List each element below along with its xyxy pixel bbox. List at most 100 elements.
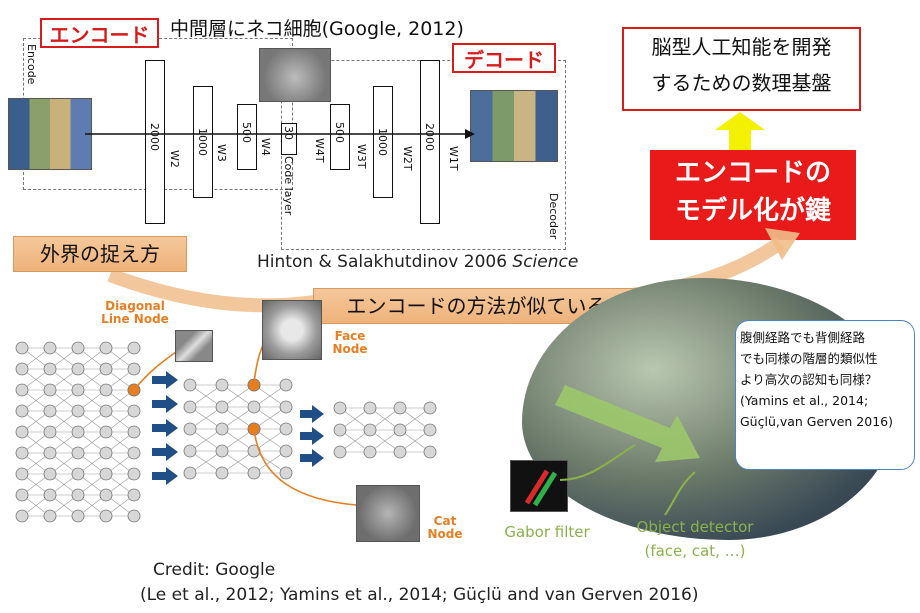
gabor-filter-image: [510, 460, 568, 512]
face-image: [262, 300, 322, 360]
up-arrow-yellow: [715, 112, 765, 150]
layer-arrow: [300, 449, 324, 467]
network-edge: [189, 406, 223, 430]
network-edge: [221, 406, 255, 430]
enc-layer-2000: [145, 60, 165, 224]
network-node: [43, 467, 57, 481]
cat-image: [356, 485, 420, 542]
note-line: Güçlü,van Gerven 2016): [740, 414, 893, 429]
network-node: [363, 401, 377, 415]
network-node: [15, 404, 29, 418]
code-layer-30: [281, 123, 297, 155]
enc-layer-500-label: 500: [240, 122, 253, 143]
dec-layer-500-label: 500: [333, 122, 346, 143]
layer-arrow: [152, 467, 178, 485]
brain-ai-goal-line-1: 脳型人工知能を開発: [651, 35, 832, 59]
network-node: [71, 383, 85, 397]
network-node: [71, 362, 85, 376]
network-node: [43, 488, 57, 502]
network-node: [99, 446, 113, 460]
encode-side-label: Encode: [25, 44, 38, 85]
decoder-side-label: Decoder: [547, 193, 560, 240]
note-line: より高次の認知も同様？: [740, 372, 878, 387]
object-detector-label: Object detector: [636, 518, 754, 536]
network-edge: [253, 406, 287, 430]
network-edge: [189, 450, 223, 474]
cat-feature-image: [259, 48, 331, 102]
google-neural-network: Diagonal Line Node Face Node Cat Node: [0, 299, 480, 560]
references: (Le et al., 2012; Yamins et al., 2014; G…: [140, 585, 699, 605]
dec-layer-1000: [373, 86, 393, 198]
network-node: [99, 383, 113, 397]
key-box: エンコードの モデル化が鍵: [650, 150, 856, 240]
network-node: [15, 362, 29, 376]
network-node: [363, 423, 377, 437]
network-node: [127, 404, 141, 418]
network-graph: [15, 334, 437, 523]
brain-ai-goal-line-2: するための数理基盤: [651, 71, 832, 95]
network-node: [43, 362, 57, 376]
note-line: 腹側経路でも背側経路: [740, 330, 866, 345]
layer-arrow: [152, 371, 178, 389]
input-image-collage: [8, 98, 92, 170]
layer-arrow: [300, 427, 324, 445]
network-node: [15, 488, 29, 502]
network-node: [363, 445, 377, 459]
network-node: [127, 425, 141, 439]
network-edge: [189, 428, 223, 452]
network-node: [71, 509, 85, 523]
cat-node-label: Cat Node: [427, 514, 463, 542]
note-line: (Yamins et al., 2014;: [740, 393, 869, 408]
network-node: [71, 425, 85, 439]
gabor-connector: [560, 444, 636, 481]
network-node: [215, 466, 229, 480]
network-node: [71, 446, 85, 460]
network-edge: [189, 384, 223, 408]
network-node: [127, 362, 141, 376]
key-box-line-2: モデル化が鍵: [674, 196, 831, 226]
flow-arrow: [85, 129, 475, 139]
enc-layer-500: [237, 104, 257, 170]
network-node: [43, 404, 57, 418]
layer-arrow: [152, 395, 178, 413]
network-node: [247, 400, 261, 414]
network-node: [127, 467, 141, 481]
output-image-collage: [470, 90, 558, 162]
network-node: [279, 444, 293, 458]
note-line: でも同様の階層的類似性: [740, 351, 878, 366]
network-node: [15, 425, 29, 439]
hinton-citation-text: Hinton & Salakhutdinov 2006: [257, 252, 513, 272]
network-node: [99, 425, 113, 439]
network-node: [393, 445, 407, 459]
network-node: [43, 509, 57, 523]
network-node: [279, 378, 293, 392]
network-node: [423, 445, 437, 459]
network-node: [71, 467, 85, 481]
network-edge: [221, 450, 255, 474]
face-node-label: Face Node: [332, 329, 368, 357]
layer-arrow: [300, 405, 324, 423]
weight-label: W4T: [313, 138, 326, 163]
network-node: [15, 509, 29, 523]
network-node: [333, 423, 347, 437]
network-node: [127, 446, 141, 460]
dec-layer-2000: [420, 60, 440, 224]
autoencoder-diagram: エンコード 中間層にネコ細胞(Google, 2012) デコード Encode…: [8, 18, 575, 253]
autoencoder-title: 中間層にネコ細胞(Google, 2012): [170, 18, 464, 40]
network-node: [99, 362, 113, 376]
network-node: [215, 422, 229, 436]
network-node: [71, 404, 85, 418]
network-node: [43, 446, 57, 460]
enc-layer-1000: [193, 86, 213, 198]
decode-badge: デコード: [452, 43, 556, 73]
network-node: [183, 466, 197, 480]
outside-world-label: 外界の捉え方: [13, 236, 187, 272]
network-node: [15, 341, 29, 355]
network-node: [99, 488, 113, 502]
network-node: [15, 383, 29, 397]
network-edge: [221, 428, 255, 452]
network-node: [333, 445, 347, 459]
network-node: [183, 444, 197, 458]
network-node: [43, 425, 57, 439]
network-node: [183, 400, 197, 414]
